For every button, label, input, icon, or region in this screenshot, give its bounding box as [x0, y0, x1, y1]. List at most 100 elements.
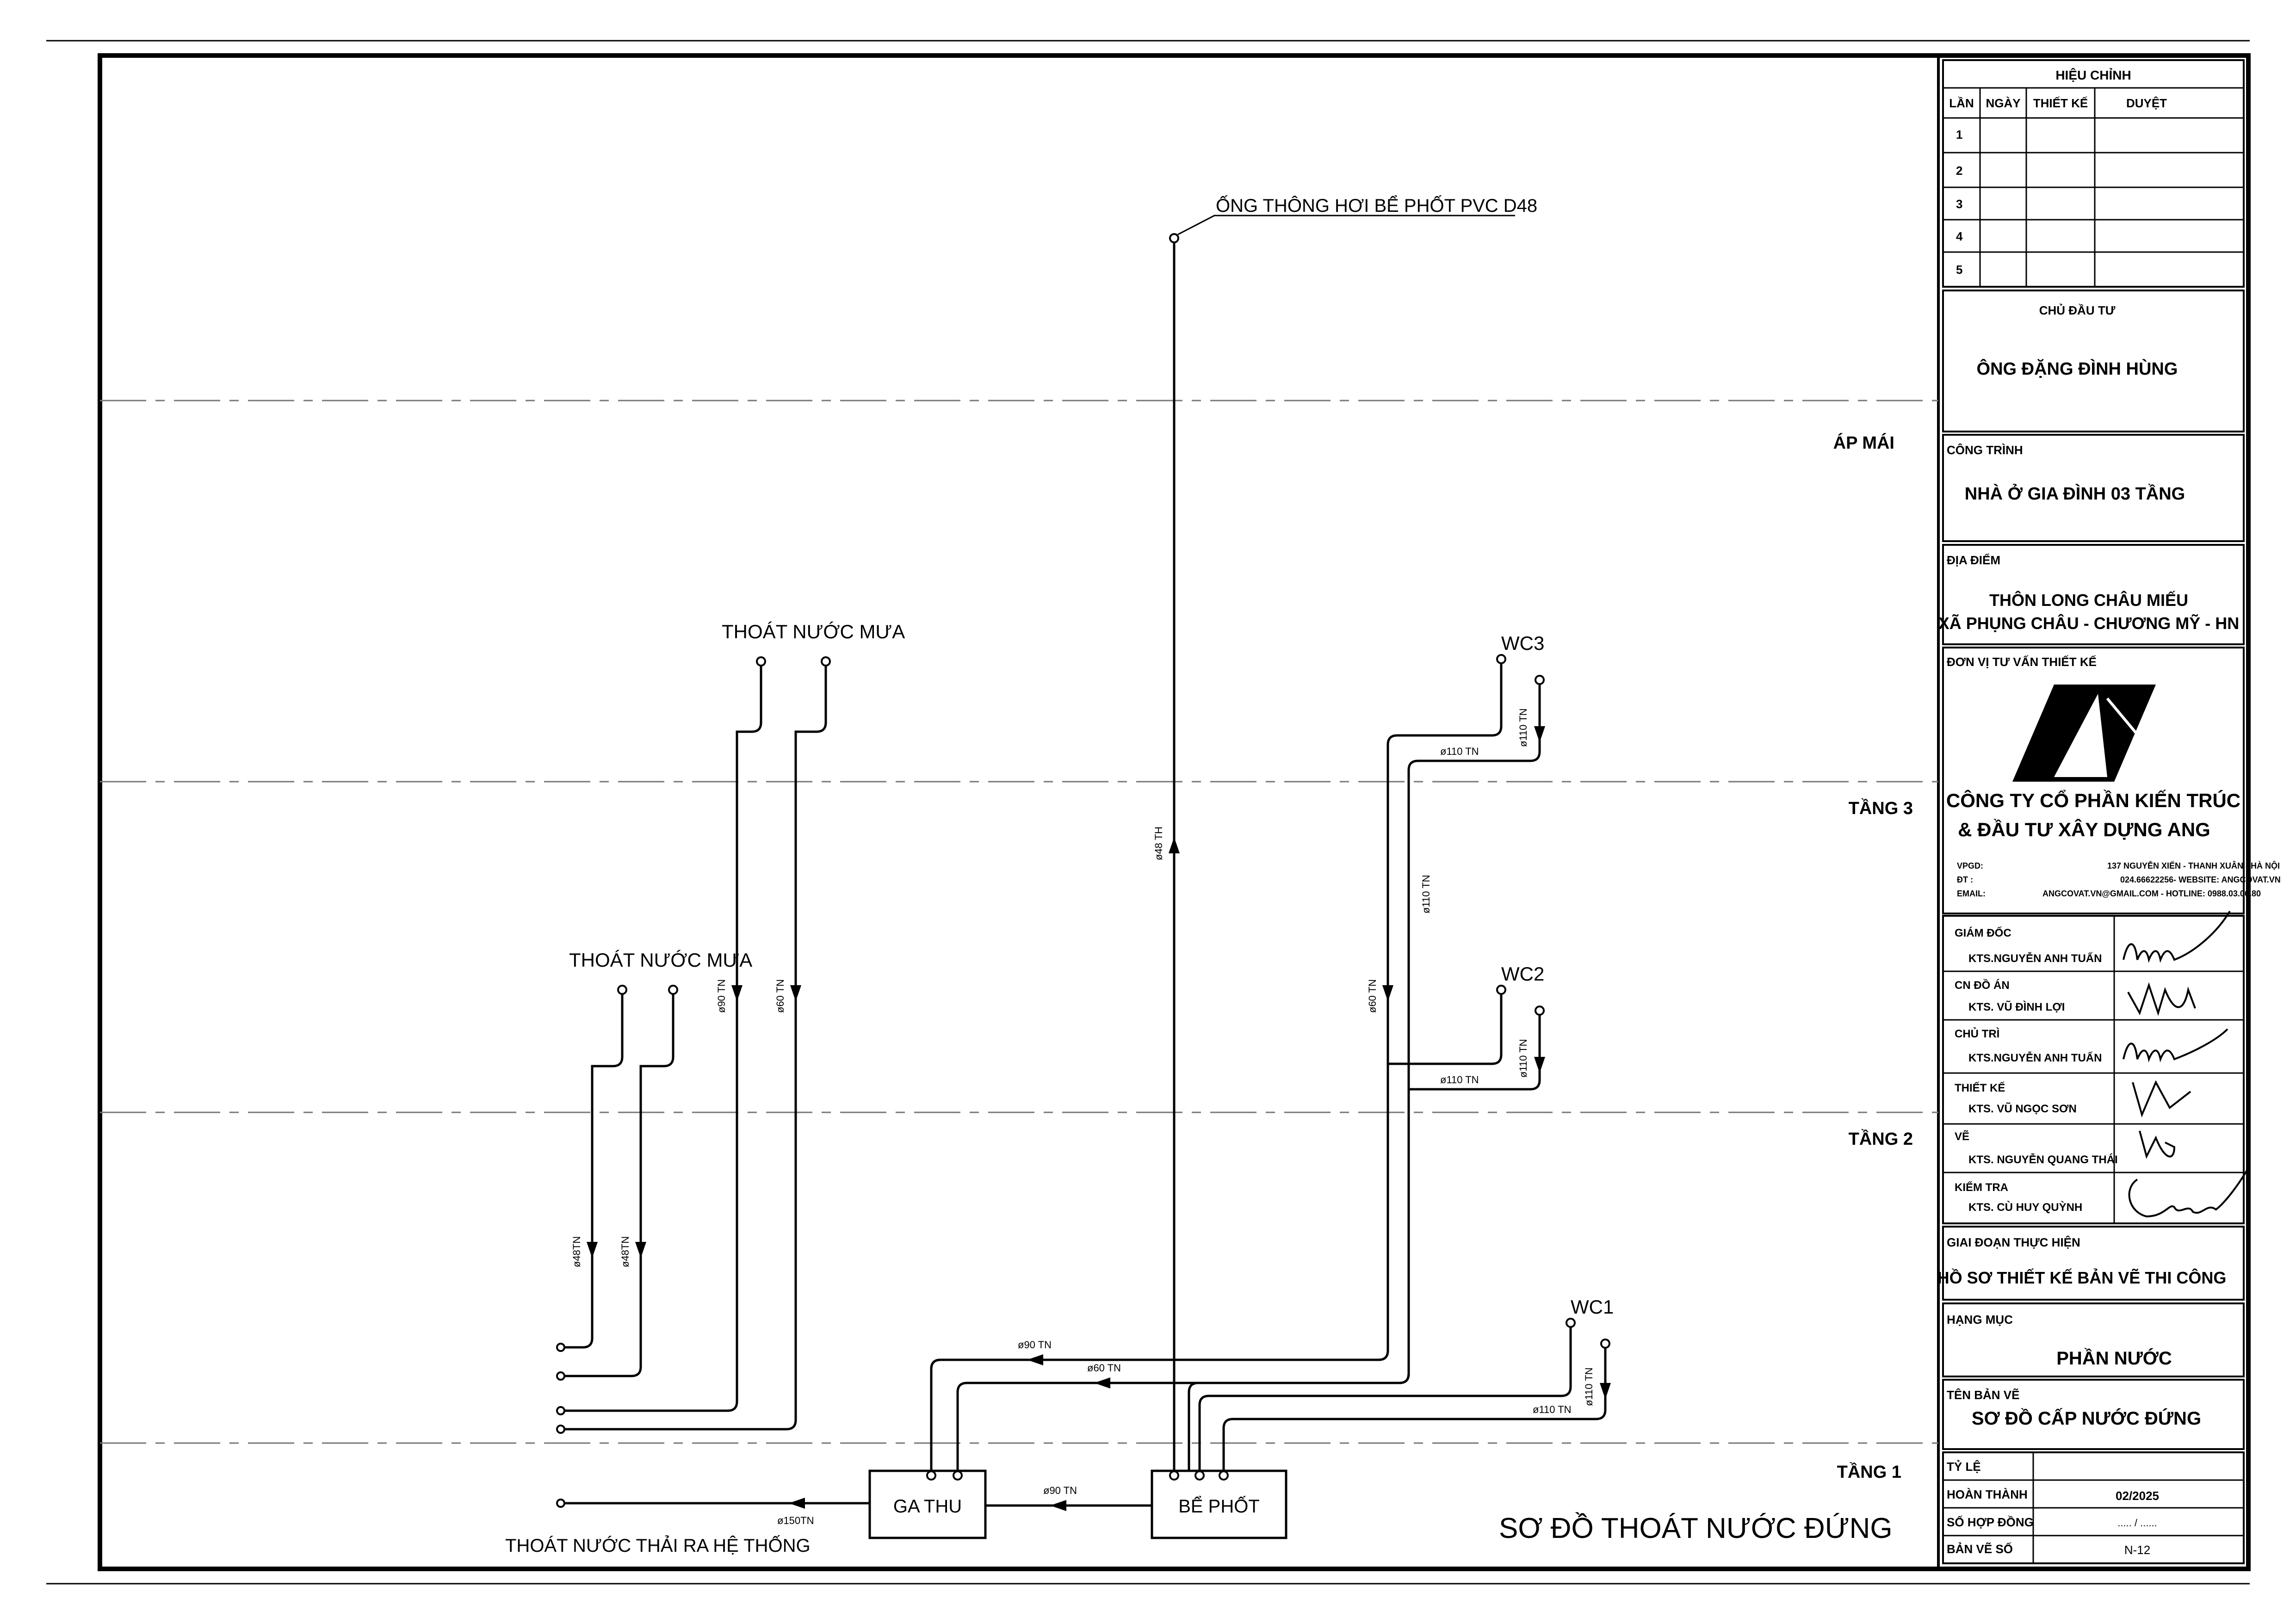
contact-email-key: EMAIL: — [1957, 889, 1986, 898]
signer-name-ve: KTS. NGUYỄN QUANG THÁI — [1968, 1153, 2118, 1166]
wc1-pipe-a — [1198, 1327, 1572, 1471]
signer-name-giam-doc: KTS.NGUYỄN ANH TUẤN — [1968, 951, 2102, 965]
company-line2: & ĐẦU TƯ XÂY DỰNG ANG — [1958, 818, 2210, 840]
rain-top-pipe-1 — [563, 666, 762, 1412]
drawing-name-label: TÊN BẢN VẼ — [1947, 1388, 2019, 1402]
signer-name-kiem-tra: KTS. CÙ HUY QUỲNH — [1968, 1201, 2082, 1214]
vent-leader — [1177, 215, 1515, 235]
revision-frame — [1942, 59, 2245, 288]
rain-left-inlet-1 — [617, 985, 627, 995]
ga-thu-box — [868, 1469, 987, 1539]
rain-pipes-left: THOÁT NƯỚC MƯA ø48TN ø48TN — [556, 949, 752, 1434]
ga-thu-arrow-d90 — [1027, 1354, 1043, 1365]
company-logo — [2012, 685, 2156, 782]
wc1-size-b: ø110 TN — [1533, 1404, 1572, 1415]
wc3-size-a: ø110 TN — [1517, 708, 1529, 747]
wc1-group: WC1 ø110 TN ø110 TN — [1198, 1296, 1614, 1471]
diagram-title: SƠ ĐỒ THOÁT NƯỚC ĐỨNG — [1499, 1512, 1893, 1544]
signature-cn-do-an — [2127, 982, 2196, 1016]
rain-pipes-top: THOÁT NƯỚC MƯA ø90 TN ø60 TN — [563, 621, 905, 1431]
rain-left-pipe-1 — [563, 994, 624, 1349]
drawing-name-value: SƠ ĐỒ CẤP NƯỚC ĐỨNG — [1972, 1407, 2201, 1429]
signers-frame — [1942, 915, 2245, 1224]
drawing-name-box — [1942, 1379, 2245, 1450]
floor-label-ap-mai: ÁP MÁI — [1833, 432, 1894, 453]
title-block-border — [1937, 54, 2250, 1570]
vent-pipe-size: ø48 TH — [1153, 827, 1164, 860]
owner-name: ÔNG ĐẶNG ĐÌNH HÙNG — [1977, 358, 2178, 379]
be-phot-port-1 — [1169, 1470, 1179, 1481]
wc3-size-d: ø110 TN — [1420, 875, 1432, 913]
rain-top-inlet-1 — [756, 656, 766, 666]
outlet-node-3 — [556, 1406, 565, 1415]
signer-role-cn-do-an: CN ĐỒ ÁN — [1955, 979, 2010, 992]
contract-label: SỐ HỢP ĐỒNG — [1947, 1515, 2034, 1529]
wc2-pipe-b — [1409, 1015, 1541, 1091]
rain-left-label: THOÁT NƯỚC MƯA — [569, 949, 752, 971]
wc1-inlet-a — [1566, 1318, 1576, 1328]
wc3-arrow-a — [1534, 726, 1545, 742]
stage-box — [1942, 1226, 2245, 1301]
wc3-size-c: ø60 TN — [1367, 979, 1378, 1013]
contact-dt-value: 024.66622256- WEBSITE: ANGCOVAT.VN — [2120, 875, 2281, 884]
signatures — [2123, 910, 2249, 1218]
contract-value: ..... / ...... — [2117, 1517, 2157, 1529]
signer-name-chu-tri: KTS.NGUYỄN ANH TUẤN — [1968, 1051, 2102, 1064]
rain-top-size-2: ø60 TN — [774, 979, 786, 1013]
wc2-size-b: ø110 TN — [1440, 1074, 1479, 1086]
floor-level-lines — [100, 400, 1938, 1444]
consultant-label: ĐƠN VỊ TƯ VẤN THIẾT KẾ — [1947, 655, 2097, 669]
signer-role-chu-tri: CHỦ TRÌ — [1955, 1027, 1999, 1040]
wc2-arrow-a — [1534, 1057, 1545, 1073]
revision-row-5: 5 — [1956, 263, 1962, 277]
wc2-size-a: ø110 TN — [1517, 1039, 1529, 1078]
signature-kiem-tra — [2128, 1167, 2249, 1218]
project-box — [1942, 434, 2245, 542]
outflow-label: THOÁT NƯỚC THẢI RA HỆ THỐNG — [505, 1535, 811, 1556]
wc3-inlet-b — [1535, 675, 1545, 685]
wc2-pipe-a — [1388, 994, 1503, 1065]
be-phot-box — [1151, 1469, 1287, 1539]
consultant-box — [1942, 647, 2245, 914]
ga-thu-pipe-d90 — [930, 1350, 1389, 1473]
wc2-label: WC2 — [1501, 963, 1544, 985]
contact-dt-key: ĐT : — [1957, 875, 1973, 884]
wc1-arrow-a — [1600, 1383, 1611, 1399]
revision-row-2: 2 — [1956, 164, 1962, 178]
wc3-inlet-a — [1496, 654, 1506, 664]
category-value: PHẦN NƯỚC — [2056, 1347, 2172, 1369]
logo-a-inner — [2054, 694, 2107, 777]
revision-row-4: 4 — [1956, 229, 1963, 243]
signature-thiet-ke — [2132, 1080, 2191, 1117]
outflow-end-node — [556, 1499, 565, 1508]
sheet-label: BẢN VẼ SỐ — [1947, 1542, 2013, 1556]
ga-thu-arrow-d60 — [1094, 1377, 1110, 1388]
revision-row-1: 1 — [1956, 128, 1962, 142]
signer-name-thiet-ke: KTS. VŨ NGỌC SƠN — [1968, 1102, 2077, 1115]
be-phot-port-3 — [1219, 1470, 1229, 1481]
rain-left-arrow-1 — [587, 1242, 598, 1258]
location-line1: THÔN LONG CHÂU MIẾU — [1989, 590, 2188, 610]
contact-vpgd-value: 137 NGUYỄN XIỂN - THANH XUÂN - HÀ NỘI — [2107, 861, 2280, 870]
wc1-label: WC1 — [1571, 1296, 1614, 1318]
be-phot-tank: BỂ PHỐT — [1151, 1469, 1287, 1539]
revision-col-ngay: NGÀY — [1986, 96, 2020, 110]
signer-name-cn-do-an: KTS. VŨ ĐÌNH LỢI — [1968, 1000, 2065, 1013]
signer-role-kiem-tra: KIỂM TRA — [1955, 1181, 2008, 1194]
revision-col-duyet: DUYỆT — [2126, 96, 2167, 110]
company-line1: CÔNG TY CỔ PHẦN KIẾN TRÚC — [1946, 789, 2240, 811]
floor-label-tang-2: TẦNG 2 — [1849, 1129, 1913, 1149]
rain-top-label: THOÁT NƯỚC MƯA — [722, 621, 905, 642]
revision-heading: HIỆU CHỈNH — [2055, 68, 2131, 82]
wc1-pipe-b — [1222, 1348, 1607, 1471]
vent-arrow — [1169, 837, 1180, 853]
signature-chu-tri — [2123, 1028, 2228, 1062]
contact-email-value: ANGCOVAT.VN@GMAIL.COM - HOTLINE: 0988.03… — [2042, 889, 2261, 898]
be-phot-label: BỂ PHỐT — [1178, 1495, 1260, 1517]
project-name: NHÀ Ở GIA ĐÌNH 03 TẦNG — [1965, 483, 2185, 504]
wc3-label: WC3 — [1501, 632, 1544, 654]
signature-ve — [2139, 1130, 2176, 1159]
ga-thu-pipe-d60 — [956, 1373, 1410, 1473]
signer-role-giam-doc: GIÁM ĐỐC — [1955, 926, 2011, 939]
wc1-inlet-b — [1600, 1339, 1610, 1349]
